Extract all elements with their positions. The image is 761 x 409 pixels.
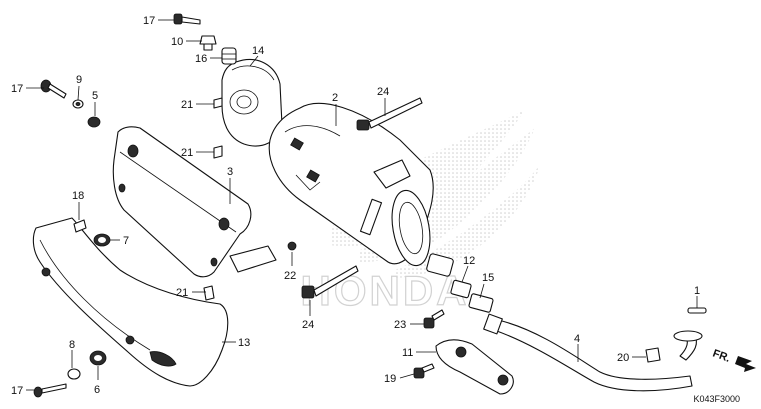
part-17-bolt-bottom: [33, 383, 67, 398]
part-16-collar: [221, 47, 237, 65]
part-1-gasket: [687, 307, 707, 314]
part-23-bolt: [423, 309, 445, 329]
callout-21: 21: [181, 147, 193, 159]
part-2-muffler: [268, 102, 454, 277]
callout-18: 18: [72, 190, 84, 202]
part-5-grommet: [87, 116, 101, 128]
part-3-heat-protector: [112, 126, 277, 278]
part-17-bolt-top: [173, 13, 201, 25]
part-21-clip-a: [213, 97, 223, 109]
part-21-clip-b: [213, 145, 223, 159]
figure-code: K043F3000: [693, 394, 740, 404]
callout-21: 21: [181, 99, 193, 111]
part-4-exhaust-pipe: [483, 313, 703, 392]
part-9-washer: [72, 99, 84, 109]
callout-15: 15: [482, 272, 494, 284]
arrow-icon: [735, 356, 756, 372]
front-label: FR.: [711, 348, 732, 365]
part-8-washer: [67, 368, 81, 380]
callout-6: 6: [94, 384, 100, 396]
callout-3: 3: [227, 166, 233, 178]
part-6-grommet: [89, 350, 107, 366]
part-20-clip: [645, 347, 661, 363]
part-7-grommet: [93, 233, 111, 247]
callout-17: 17: [143, 15, 155, 27]
part-21-clip-c: [203, 285, 215, 301]
part-19-bolt: [413, 363, 435, 379]
part-10-bolt: [199, 35, 217, 51]
part-14-heat-shield-disc: [221, 58, 283, 147]
callout-labels: 17 10 14 16 17 9 5 21 21 2 24 3 18 7 22 …: [11, 15, 700, 397]
front-direction-arrow: FR.: [711, 348, 756, 372]
callout-21: 21: [176, 287, 188, 299]
callout-10: 10: [171, 36, 183, 48]
callout-24: 24: [377, 86, 389, 98]
callout-19: 19: [384, 373, 396, 385]
callout-16: 16: [195, 53, 207, 65]
part-12-gasket: [450, 279, 472, 299]
callout-9: 9: [76, 74, 82, 86]
part-11-pipe-protector: [435, 339, 514, 395]
callout-20: 20: [617, 352, 629, 364]
part-18-screw: [73, 219, 87, 233]
callout-13: 13: [238, 337, 250, 349]
leader-lines: [26, 19, 698, 391]
callout-17: 17: [11, 385, 23, 397]
callout-17: 17: [11, 83, 23, 95]
part-24-bolt-lower: [301, 265, 359, 299]
part-13-lower-cover: [32, 217, 229, 387]
callout-12: 12: [463, 255, 475, 267]
callout-7: 7: [123, 235, 129, 247]
part-15-gasket: [468, 293, 494, 313]
callout-8: 8: [69, 339, 75, 351]
callout-23: 23: [394, 319, 406, 331]
callout-4: 4: [574, 333, 580, 345]
part-17-bolt-left: [40, 79, 67, 99]
part-22-screw: [287, 241, 297, 251]
callout-14: 14: [252, 45, 264, 57]
callout-24: 24: [302, 319, 314, 331]
callout-5: 5: [92, 90, 98, 102]
callout-22: 22: [284, 270, 296, 282]
callout-1: 1: [694, 285, 700, 297]
callout-2: 2: [332, 92, 338, 104]
part-24-bolt-upper: [356, 97, 423, 131]
callout-11: 11: [402, 347, 413, 359]
